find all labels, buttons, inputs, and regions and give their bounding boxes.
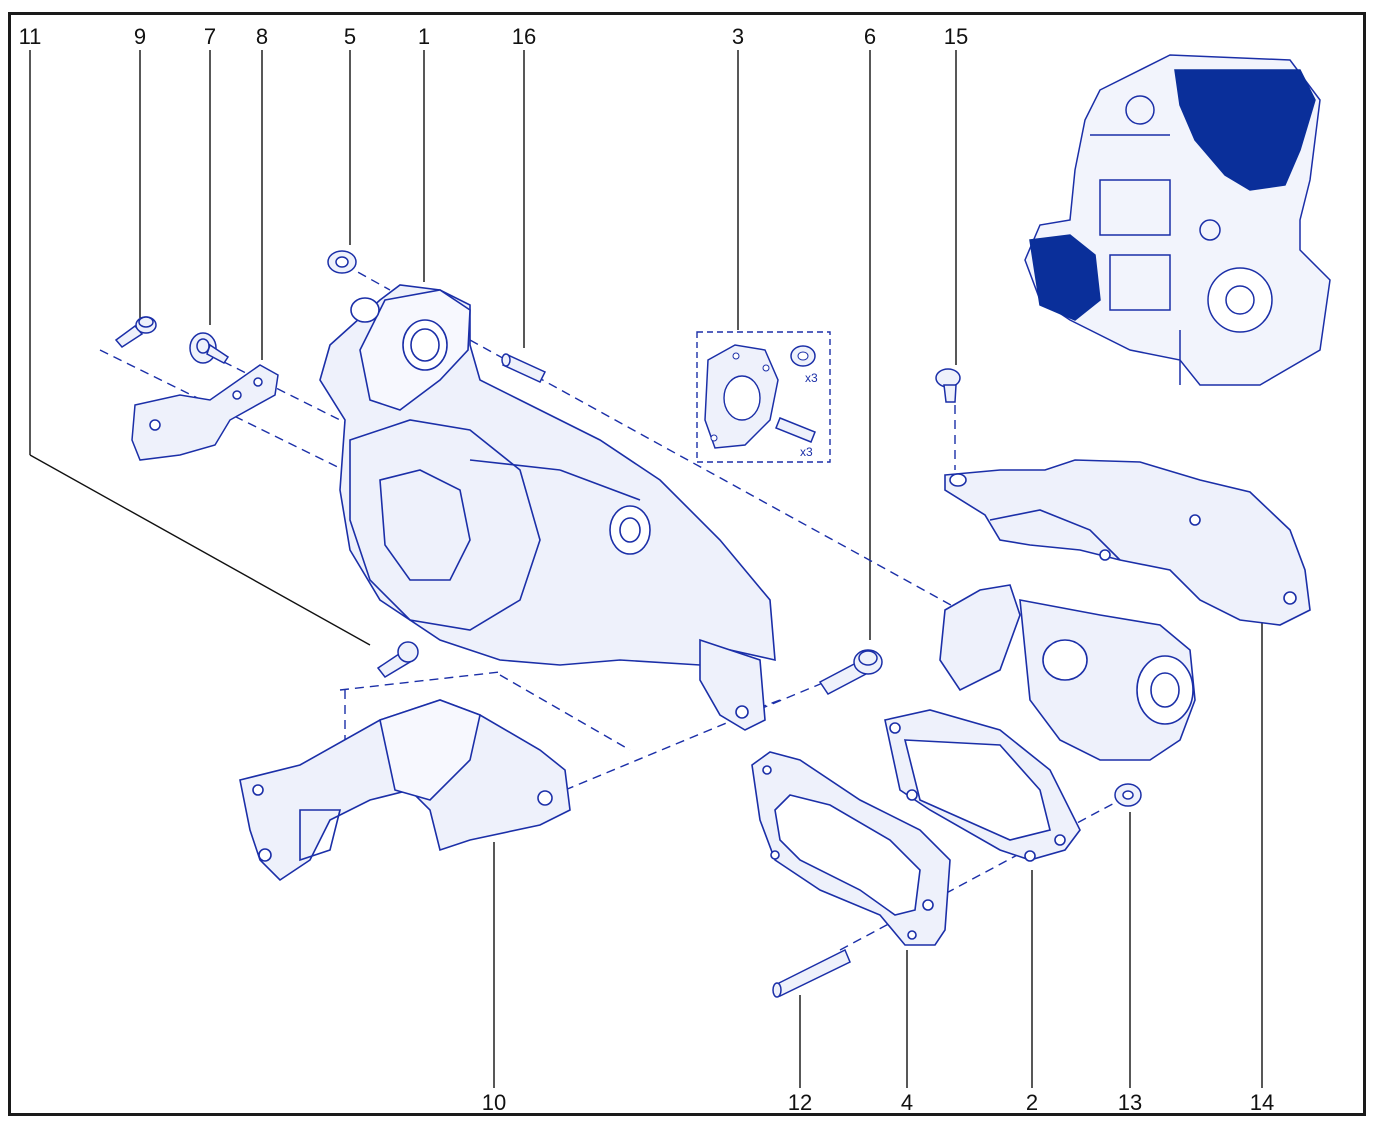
- callout-7: 7: [203, 24, 217, 49]
- bolt-7: [189, 332, 230, 364]
- leader-11b: [29, 454, 371, 646]
- bolt-15: [935, 368, 961, 403]
- turbocharger-2: [884, 584, 1196, 862]
- callout-8: 8: [255, 24, 269, 49]
- callout-12: 12: [787, 1090, 813, 1115]
- stud-16: [501, 353, 547, 383]
- callout-9: 9: [133, 24, 147, 49]
- callout-16: 16: [511, 24, 537, 49]
- callout-3: 3: [731, 24, 745, 49]
- nut-5: [327, 250, 357, 274]
- callout-11: 11: [18, 24, 42, 49]
- callout-13: 13: [1117, 1090, 1143, 1115]
- catalytic-converter-1: [319, 284, 776, 731]
- callout-10: 10: [481, 1090, 507, 1115]
- callout-1: 1: [417, 24, 431, 49]
- support-bracket-10: [239, 699, 571, 882]
- callout-15: 15: [943, 24, 969, 49]
- gasket-kit-3: [696, 331, 831, 463]
- assembly-dashed-lines: [99, 264, 1121, 951]
- engine-overview: [1024, 54, 1331, 386]
- heat-shield-14: [944, 459, 1311, 626]
- bolt-6: [818, 649, 883, 695]
- manifold-gasket-4: [751, 751, 951, 946]
- callout-4: 4: [900, 1090, 914, 1115]
- kit-nut-quantity: x3: [805, 371, 818, 385]
- bolt-9: [114, 316, 157, 348]
- callout-6: 6: [863, 24, 877, 49]
- stud-12: [772, 948, 851, 998]
- bolt-11: [376, 641, 419, 678]
- bracket-8: [131, 364, 279, 461]
- nut-13: [1114, 783, 1142, 807]
- callout-14: 14: [1249, 1090, 1275, 1115]
- leader-lines: [29, 50, 1263, 1088]
- callout-5: 5: [343, 24, 357, 49]
- kit-stud-quantity: x3: [800, 445, 813, 459]
- callout-2: 2: [1025, 1090, 1039, 1115]
